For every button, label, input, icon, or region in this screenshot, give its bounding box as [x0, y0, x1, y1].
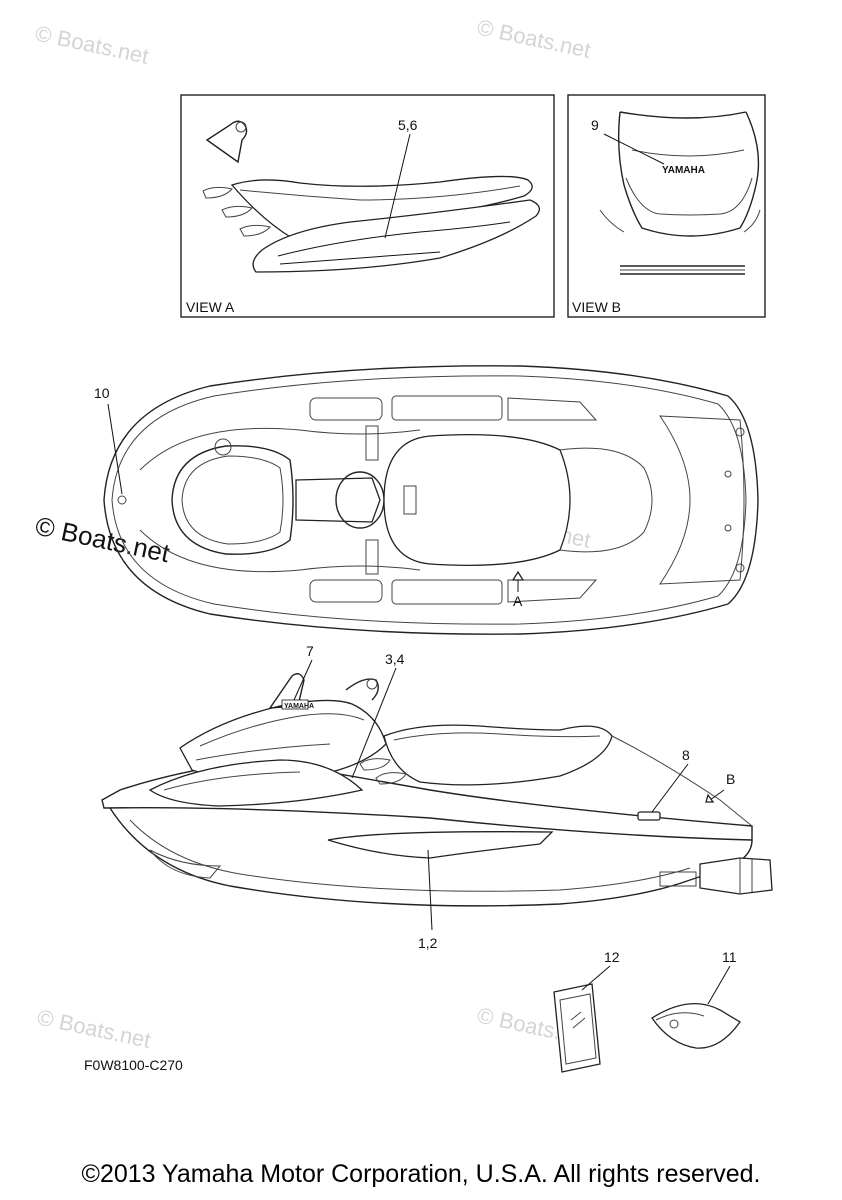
watermark-top-left: © Boats.net — [33, 20, 151, 68]
callout-10: 10 — [94, 385, 110, 401]
callout-11: 11 — [722, 949, 737, 965]
callout-3-4: 3,4 — [385, 651, 405, 667]
view-b-arrow-label: B — [726, 771, 735, 787]
part-11-document-case: 11 — [651, 949, 741, 1049]
watermark-mid-left: © Boats.net — [33, 511, 173, 569]
view-b-logo: YAMAHA — [662, 165, 705, 176]
part-12-manual-pouch: 12 — [553, 949, 620, 1073]
view-a-title: VIEW A — [186, 299, 235, 315]
callout-8: 8 — [682, 747, 690, 763]
callout-9: 9 — [591, 117, 599, 133]
view-b-title: VIEW B — [572, 299, 621, 315]
drawing-code: F0W8100-C270 — [84, 1057, 183, 1073]
side-view-logo: YAMAHA — [284, 703, 314, 710]
copyright-notice: ©2013 Yamaha Motor Corporation, U.S.A. A… — [81, 1160, 761, 1188]
view-b-panel: YAMAHA 9 VIEW B — [567, 94, 766, 318]
view-a-panel: 5,6 VIEW A — [180, 94, 555, 318]
callout-7: 7 — [306, 643, 314, 659]
watermark-bottom-left: © Boats.net — [35, 1004, 153, 1052]
side-view-watercraft: YAMAHA 7 3,4 8 1,2 B — [101, 643, 773, 951]
view-a-arrow-label: A — [513, 593, 523, 609]
watermark-top-right: © Boats.net — [475, 14, 593, 62]
callout-12: 12 — [604, 949, 620, 965]
callout-5-6: 5,6 — [398, 117, 418, 133]
top-view-watercraft: 10 A — [94, 365, 759, 635]
callout-1-2: 1,2 — [418, 935, 438, 951]
